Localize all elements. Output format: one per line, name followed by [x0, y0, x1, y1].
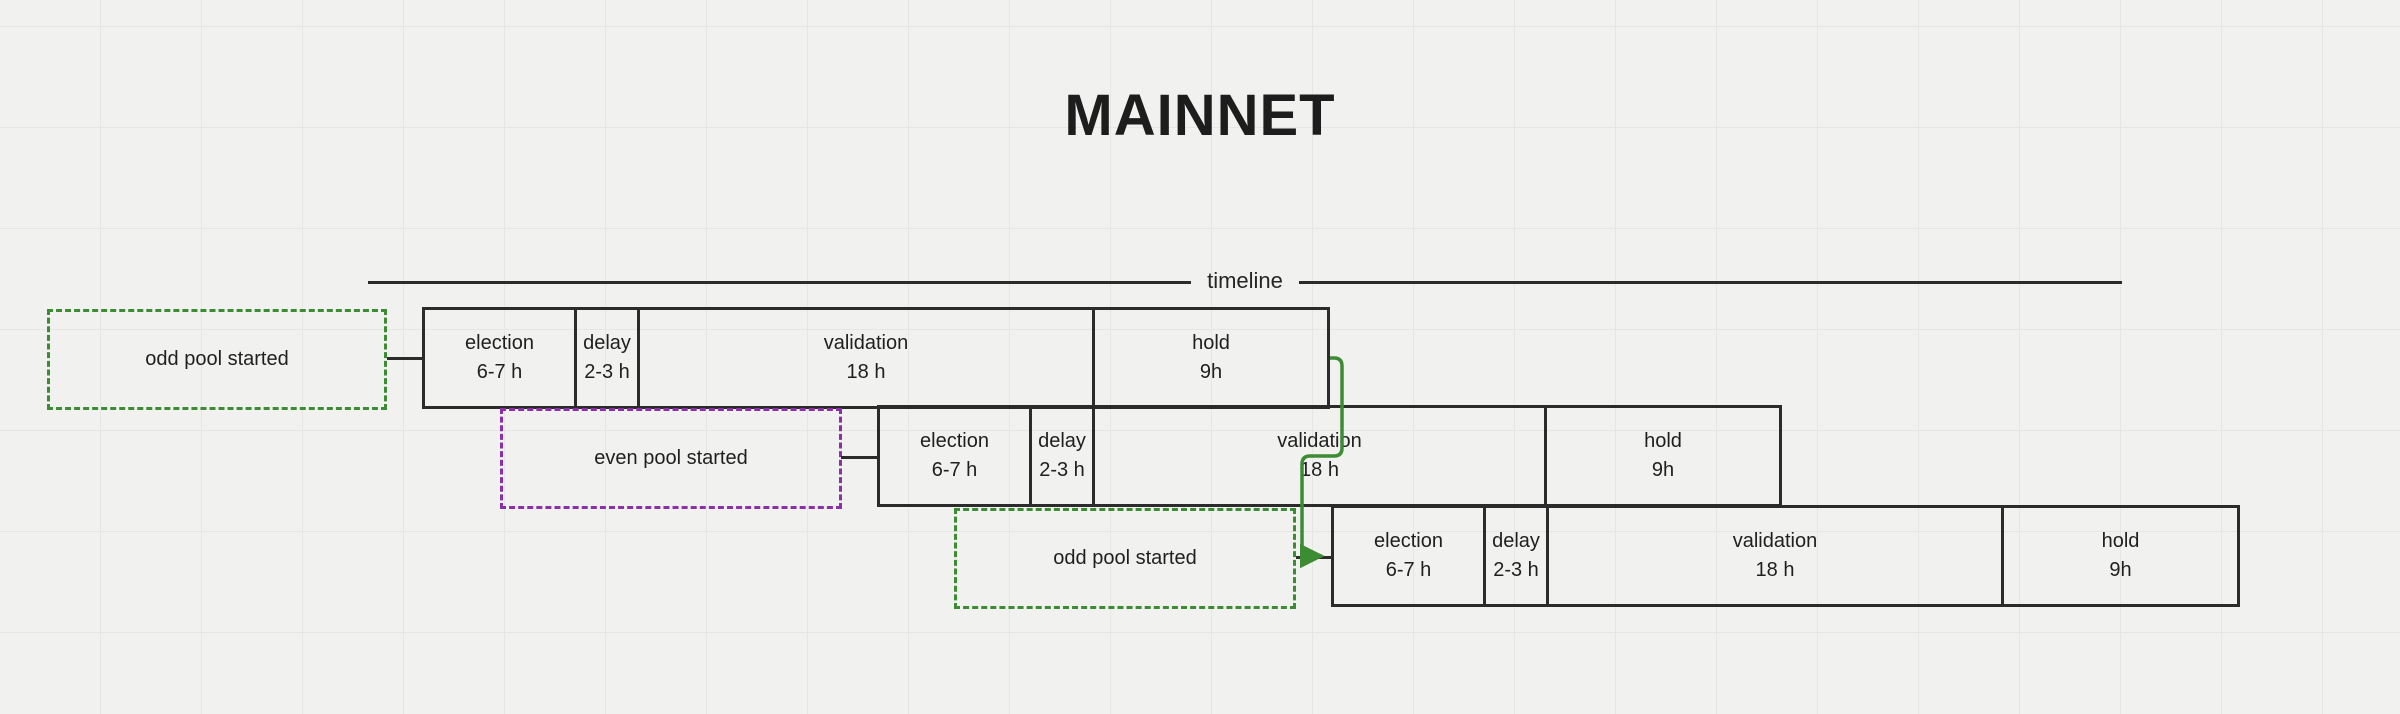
timeline-rule-right [1298, 280, 2122, 284]
annotation-label: odd pool started [145, 348, 289, 370]
annotation-even-pool-started: even pool started [500, 408, 842, 509]
annotation-odd-pool-started-2: odd pool started [954, 508, 1296, 609]
phase-cell-validation[interactable]: validation 18 h [640, 310, 1095, 406]
phase-name: delay [1492, 530, 1540, 552]
phase-cell-hold[interactable]: hold 9h [1095, 310, 1327, 406]
phase-row-even-1: election 6-7 h delay 2-3 h validation 18… [877, 405, 1782, 507]
timeline-rule-left [368, 280, 1192, 284]
phase-name: validation [1732, 530, 1818, 552]
connector-stub-3 [1296, 556, 1332, 559]
phase-name: hold [2101, 530, 2140, 552]
phase-cell-hold[interactable]: hold 9h [1547, 408, 1779, 504]
phase-cell-election[interactable]: election 6-7 h [1334, 508, 1486, 604]
phase-cell-election[interactable]: election 6-7 h [425, 310, 577, 406]
phase-duration: 9h [2109, 559, 2132, 581]
phase-cell-validation[interactable]: validation 18 h [1095, 408, 1547, 504]
phase-cell-hold[interactable]: hold 9h [2004, 508, 2237, 604]
phase-name: hold [1192, 332, 1230, 354]
phase-name: delay [583, 332, 631, 354]
phase-duration: 6-7 h [931, 459, 978, 481]
annotation-label: even pool started [594, 447, 748, 469]
phase-cell-delay[interactable]: delay 2-3 h [1486, 508, 1549, 604]
page-title: MAINNET [1064, 83, 1336, 148]
phase-cell-delay[interactable]: delay 2-3 h [1032, 408, 1095, 504]
annotation-label: odd pool started [1053, 547, 1197, 569]
phase-name: election [920, 430, 989, 452]
phase-duration: 6-7 h [476, 361, 523, 383]
phase-duration: 18 h [1755, 559, 1795, 581]
phase-name: hold [1644, 430, 1682, 452]
phase-row-odd-1: election 6-7 h delay 2-3 h validation 18… [422, 307, 1330, 409]
phase-name: delay [1038, 430, 1086, 452]
annotation-odd-pool-started-1: odd pool started [47, 309, 387, 410]
timeline-axis: timeline [368, 270, 2122, 294]
phase-name: validation [1277, 430, 1362, 452]
phase-cell-delay[interactable]: delay 2-3 h [577, 310, 640, 406]
phase-name: election [465, 332, 534, 354]
timeline-label: timeline [1207, 268, 1283, 293]
phase-row-odd-2: election 6-7 h delay 2-3 h validation 18… [1331, 505, 2240, 607]
phase-duration: 2-3 h [1493, 559, 1539, 581]
phase-duration: 9h [1651, 459, 1675, 481]
phase-duration: 18 h [1300, 459, 1339, 481]
phase-name: election [1374, 530, 1443, 552]
phase-cell-validation[interactable]: validation 18 h [1549, 508, 2004, 604]
phase-duration: 2-3 h [1039, 459, 1085, 481]
phase-cell-election[interactable]: election 6-7 h [880, 408, 1032, 504]
connector-stub-1 [387, 357, 423, 360]
phase-duration: 6-7 h [1385, 559, 1432, 581]
connector-stub-2 [841, 456, 878, 459]
phase-duration: 18 h [846, 361, 886, 383]
phase-duration: 9h [1199, 361, 1223, 383]
phase-name: validation [823, 332, 909, 354]
phase-duration: 2-3 h [584, 361, 630, 383]
